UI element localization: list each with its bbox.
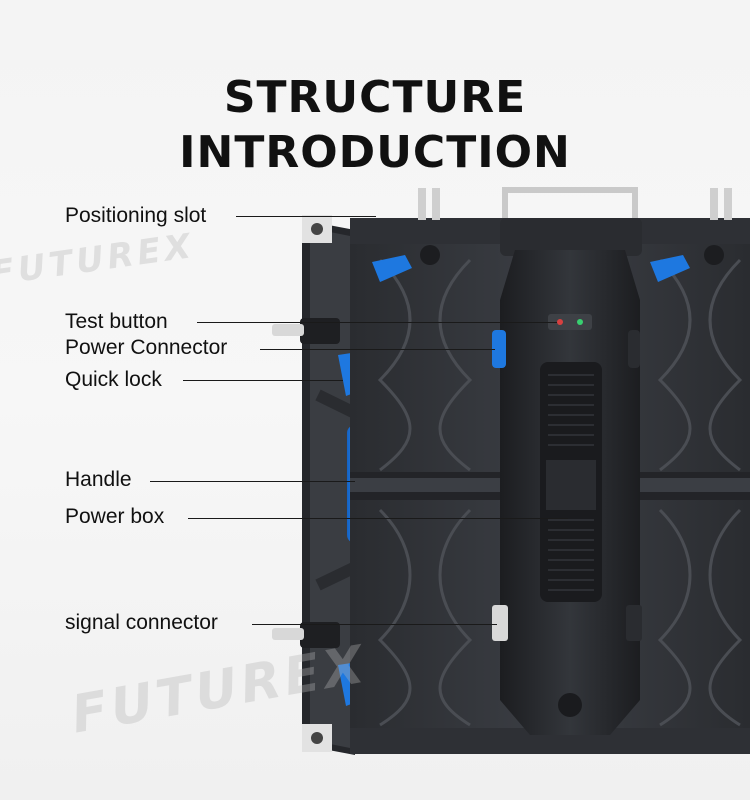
leader-power-connector [260, 349, 495, 350]
leader-signal-connector [252, 624, 497, 625]
page-title-line1: STRUCTURE [223, 72, 527, 123]
leader-test-button [197, 322, 557, 323]
power-box-body [492, 250, 642, 735]
leader-power-box [188, 518, 568, 519]
label-quick-lock: Quick lock [65, 368, 162, 391]
leader-positioning-slot [236, 216, 376, 217]
label-power-box: Power box [65, 505, 165, 528]
label-power-connector: Power Connector [65, 336, 228, 359]
label-signal-connector: signal connector [65, 611, 218, 634]
leader-handle [150, 481, 355, 482]
label-test-button: Test button [65, 310, 168, 333]
leader-quick-lock [183, 380, 343, 381]
power-connector-plug [492, 330, 506, 368]
page-title-line2: INTRODUCTION [179, 127, 571, 178]
label-positioning-slot: Positioning slot [65, 204, 207, 227]
label-handle: Handle [65, 468, 132, 491]
